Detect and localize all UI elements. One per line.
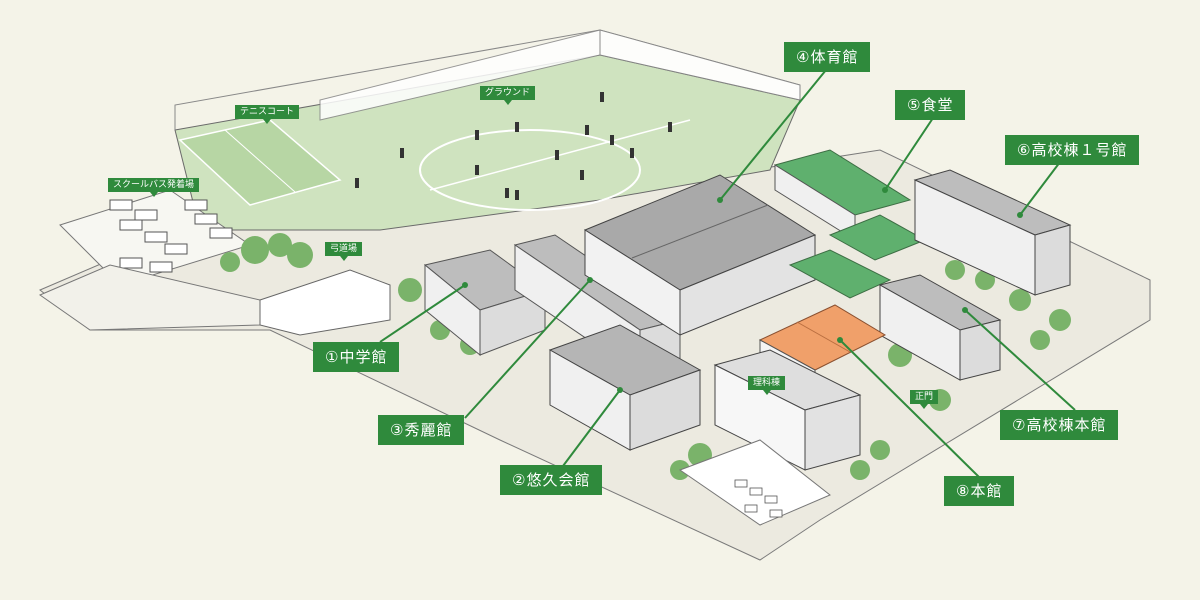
kyudo-building [259, 269, 391, 336]
players [355, 92, 672, 200]
koukou-honkan-side [959, 319, 1001, 381]
label-building-6[interactable]: ⑥高校棟１号館 [1005, 135, 1140, 165]
science-side [804, 394, 861, 471]
gym-wall-side [679, 234, 816, 336]
label-building-5[interactable]: ⑤食堂 [895, 90, 966, 120]
label-ground: グラウンド [480, 86, 536, 105]
koukou1-side [1034, 224, 1071, 296]
label-building-2[interactable]: ②悠久会館 [500, 465, 603, 495]
label-building-7[interactable]: ⑦高校棟本館 [1000, 410, 1119, 440]
gym-roof-ridge [631, 204, 769, 259]
parking-lot [678, 439, 831, 526]
label-kyudo: 弓道場 [325, 242, 363, 261]
leader-lines [379, 69, 1076, 479]
buses [109, 199, 233, 273]
label-building-1[interactable]: ①中学館 [313, 342, 400, 372]
label-building-4[interactable]: ④体育館 [784, 42, 871, 72]
label-science-building: 理科棟 [748, 376, 786, 395]
green-roof-3 [788, 249, 892, 299]
running-track [419, 129, 641, 211]
parked-cars [734, 479, 783, 518]
leader-dots [462, 187, 1023, 393]
yukyu-wall-side [629, 369, 701, 451]
label-tennis-court: テニスコート [235, 105, 300, 124]
track-line [429, 119, 691, 191]
label-building-3[interactable]: ③秀麗館 [378, 415, 465, 445]
label-bus-terminal: スクールバス発着場 [108, 178, 200, 197]
label-main-gate: 正門 [910, 390, 939, 409]
honkan-roof-ridge [796, 321, 851, 353]
fence-panel-right [599, 29, 801, 101]
label-building-8[interactable]: ⑧本館 [944, 476, 1015, 506]
tennis-court [178, 119, 342, 206]
tennis-net [224, 129, 296, 193]
